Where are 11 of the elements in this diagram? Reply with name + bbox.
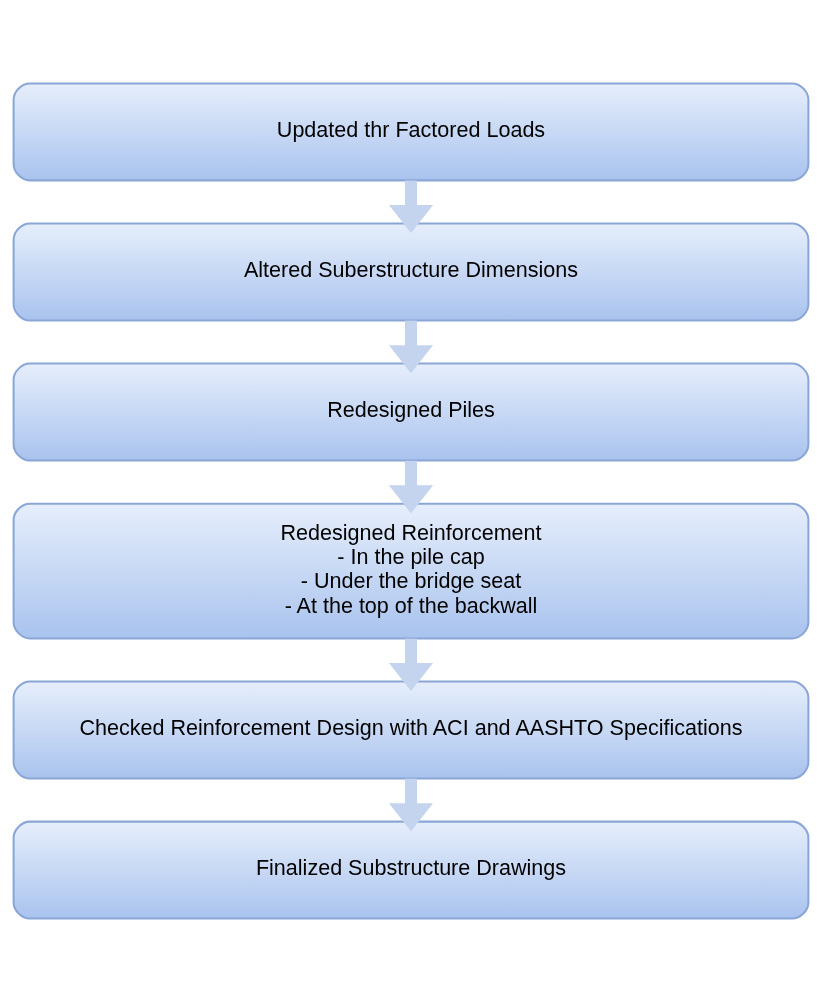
arrow bbox=[388, 638, 434, 692]
node-box: Redesigned Piles bbox=[12, 362, 810, 462]
node-box: Checked Reinforcement Design with ACI and AASHTO Specifications bbox=[12, 680, 810, 780]
arrow bbox=[388, 320, 434, 374]
node-box: Redesigned Reinforcement - In the pile cap - Under the bridge seat - At the top of the backwall bbox=[12, 502, 810, 640]
arrow bbox=[388, 778, 434, 832]
node-box: Finalized Substructure Drawings bbox=[12, 820, 810, 920]
arrow bbox=[388, 460, 434, 514]
node-box: Altered Suberstructure Dimensions bbox=[12, 222, 810, 322]
arrow bbox=[388, 180, 434, 234]
node-box: Updated thr Factored Loads bbox=[12, 82, 810, 182]
